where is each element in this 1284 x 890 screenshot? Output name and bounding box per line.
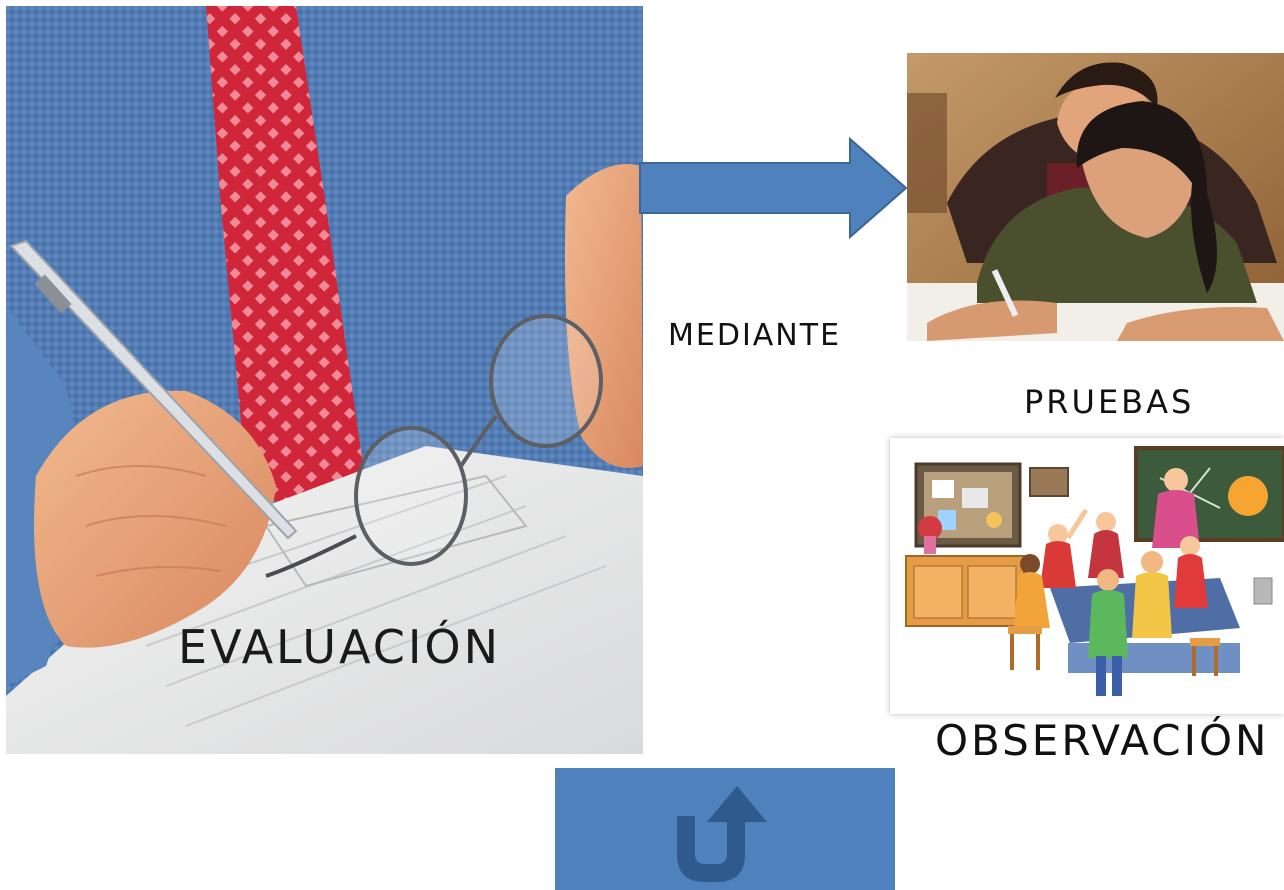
evaluation-photo-illustration xyxy=(6,6,643,754)
connector-label: MEDIANTE xyxy=(668,318,842,353)
u-turn-arrow-icon xyxy=(677,786,767,882)
evaluation-photo xyxy=(6,6,643,754)
exam-students-photo xyxy=(907,53,1284,341)
method-label-pruebas: PRUEBAS xyxy=(1024,383,1195,421)
right-arrow-shape xyxy=(639,136,908,240)
classroom-observation-illustration xyxy=(890,438,1284,714)
u-turn-button[interactable] xyxy=(555,768,895,890)
method-label-observacion: OBSERVACIÓN xyxy=(935,716,1270,765)
evaluation-caption: EVALUACIÓN xyxy=(178,620,502,674)
exam-students-illustration xyxy=(907,53,1284,341)
right-arrow-icon xyxy=(638,136,910,240)
classroom-drawing xyxy=(890,438,1284,714)
